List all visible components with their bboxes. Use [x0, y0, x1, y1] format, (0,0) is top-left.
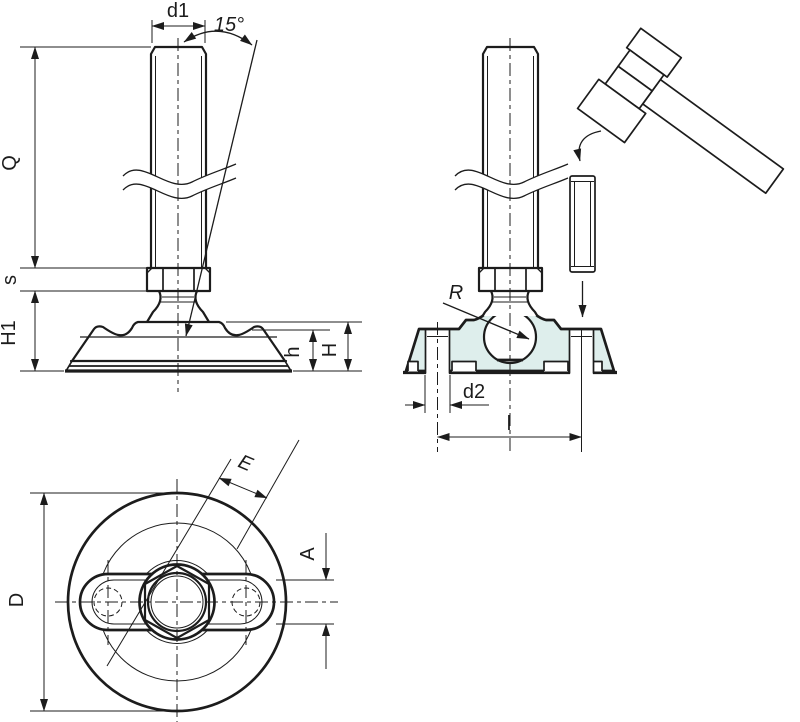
- section-view: R d2 l: [403, 27, 785, 455]
- label-angle-15: 15°: [214, 14, 244, 36]
- label-d-cap: D: [6, 593, 28, 607]
- dim-r-leader: R: [442, 282, 530, 340]
- label-h: h: [282, 346, 304, 357]
- dim-l: l: [437, 330, 582, 452]
- break-lines-section: [454, 163, 569, 199]
- mallet-icon: [576, 27, 785, 195]
- label-h1: H1: [0, 320, 20, 346]
- ball-neck-section: [481, 290, 539, 318]
- label-r: R: [449, 282, 463, 304]
- label-h-cap: H: [319, 343, 341, 357]
- break-lines-front: [122, 163, 237, 199]
- label-l: l: [507, 413, 511, 435]
- dim-h: h: [252, 329, 330, 372]
- dim-h-cap: H: [226, 321, 362, 372]
- label-a: A: [297, 547, 319, 561]
- front-view: 15° d1 Q s H1 h: [0, 0, 362, 392]
- label-q: Q: [0, 155, 21, 171]
- dim-d-cap: D: [6, 492, 177, 712]
- dim-angle-15: 15°: [183, 14, 258, 337]
- label-s: s: [0, 275, 21, 285]
- dim-s: s: [0, 267, 147, 292]
- dim-d2: d2: [405, 375, 489, 413]
- label-e: E: [235, 451, 256, 477]
- dim-h1: H1: [0, 290, 64, 372]
- drive-pin: [569, 175, 596, 273]
- dim-e: E: [106, 439, 300, 667]
- dim-a: A: [276, 533, 334, 669]
- dim-d1: d1: [151, 0, 206, 43]
- label-d2: d2: [463, 381, 485, 403]
- centerlines-bottom: [55, 479, 338, 722]
- underside-pads: [407, 360, 603, 372]
- mallet-swing-arrow: [573, 130, 602, 162]
- label-d1: d1: [167, 0, 189, 22]
- dim-q: Q: [0, 46, 151, 269]
- bottom-view: D E A: [6, 439, 338, 722]
